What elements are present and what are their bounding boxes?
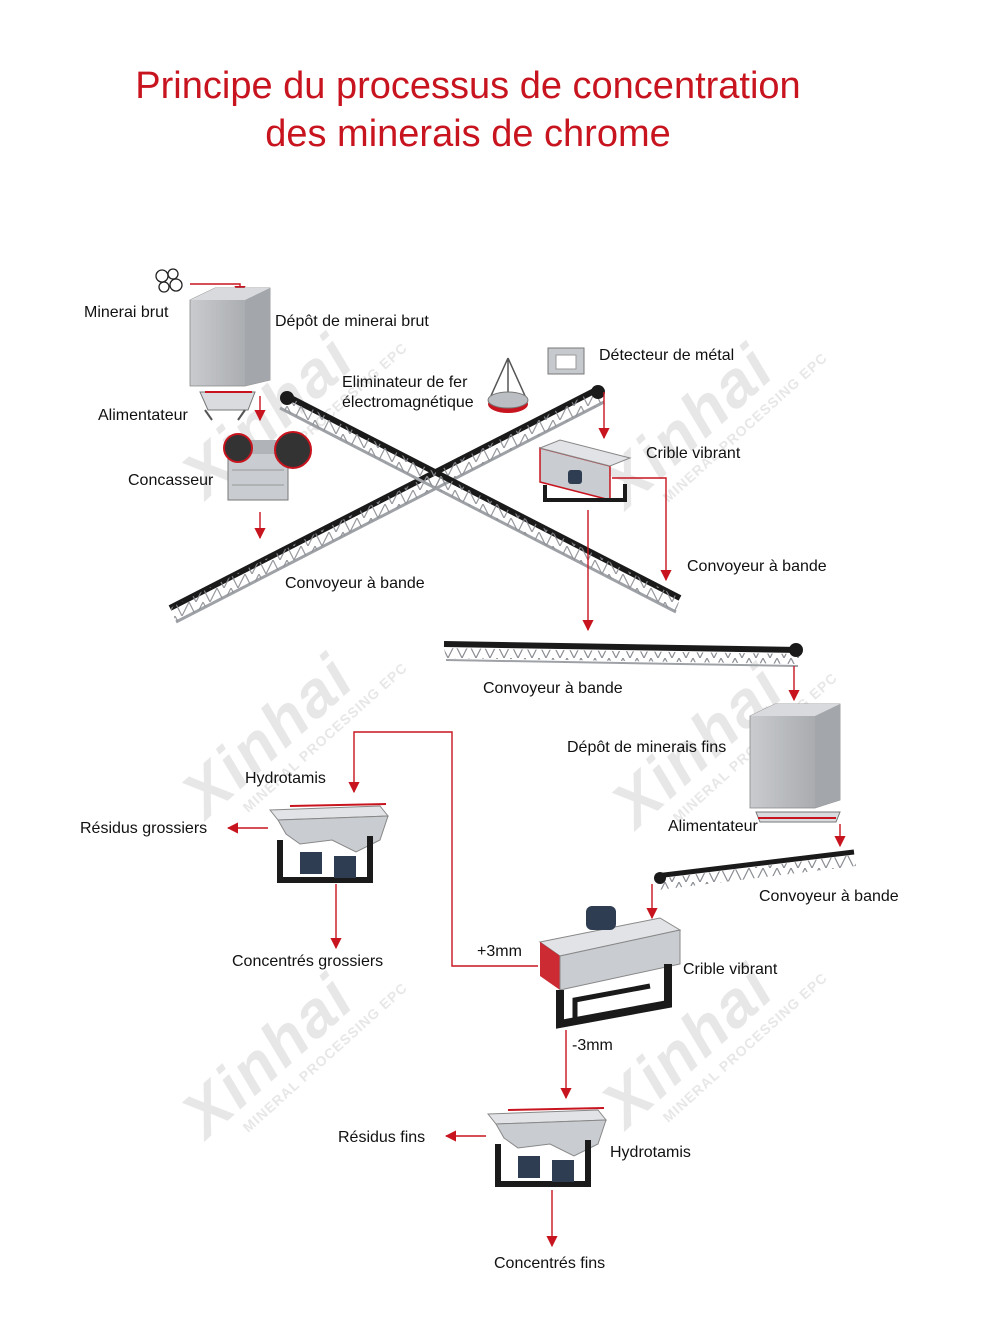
- label-screen-1: Crible vibrant: [646, 445, 741, 462]
- belt-conveyor-1: [168, 385, 605, 624]
- label-jig-2: Hydrotamis: [610, 1144, 691, 1161]
- label-metal-detector: Détecteur de métal: [599, 347, 735, 364]
- label-screen-2: Crible vibrant: [683, 961, 778, 978]
- diagram-title-line-2: des minerais de chrome: [265, 113, 671, 155]
- label-belt-3: Convoyeur à bande: [483, 680, 623, 697]
- vibrating-screen-1: [538, 439, 632, 502]
- label-feeder-2: Alimentateur: [668, 818, 758, 835]
- label-crusher: Concasseur: [128, 472, 214, 489]
- label-fine-ore-bin: Dépôt de minerais fins: [567, 739, 727, 756]
- label-belt-1: Convoyeur à bande: [285, 575, 425, 592]
- raw-ore-bin: [189, 287, 271, 387]
- electromagnetic-iron-remover: [487, 357, 529, 413]
- flow-arrow-plus-3mm: [348, 731, 538, 967]
- metal-detector: [547, 347, 585, 375]
- vibrating-screen-2: [538, 906, 682, 1029]
- label-raw-ore-bin: Dépôt de minerai brut: [275, 313, 429, 330]
- label-magnet: Eliminateur de fer électromagnétique: [342, 374, 474, 411]
- label-jig-1: Hydrotamis: [245, 770, 326, 787]
- diagram-title-line-1: Principe du processus de concentration: [135, 65, 801, 107]
- feeder-1: [199, 391, 256, 421]
- label-belt-4: Convoyeur à bande: [759, 888, 899, 905]
- jig-2: [486, 1107, 608, 1187]
- flow-arrow: [612, 477, 672, 582]
- label-belt-2: Convoyeur à bande: [687, 558, 827, 575]
- feeder-2: [755, 811, 841, 823]
- belt-conveyor-2: [279, 391, 682, 614]
- label-fine-concentrate: Concentrés fins: [494, 1255, 606, 1272]
- label-coarse-concentrate: Concentrés grossiers: [232, 953, 384, 970]
- label-plus-3mm: +3mm: [477, 943, 522, 960]
- raw-ore-icon: [155, 268, 183, 293]
- belt-conveyor-3: [443, 641, 803, 667]
- label-raw-ore: Minerai brut: [84, 304, 169, 321]
- belt-conveyor-4: [654, 849, 856, 890]
- label-coarse-tailings: Résidus grossiers: [80, 820, 208, 837]
- fine-ore-bin: [749, 703, 841, 809]
- jig-1: [268, 803, 390, 883]
- label-minus-3mm: -3mm: [572, 1037, 613, 1054]
- label-fine-tailings: Résidus fins: [338, 1129, 426, 1146]
- label-feeder-1: Alimentateur: [98, 407, 188, 424]
- jaw-crusher: [223, 431, 312, 501]
